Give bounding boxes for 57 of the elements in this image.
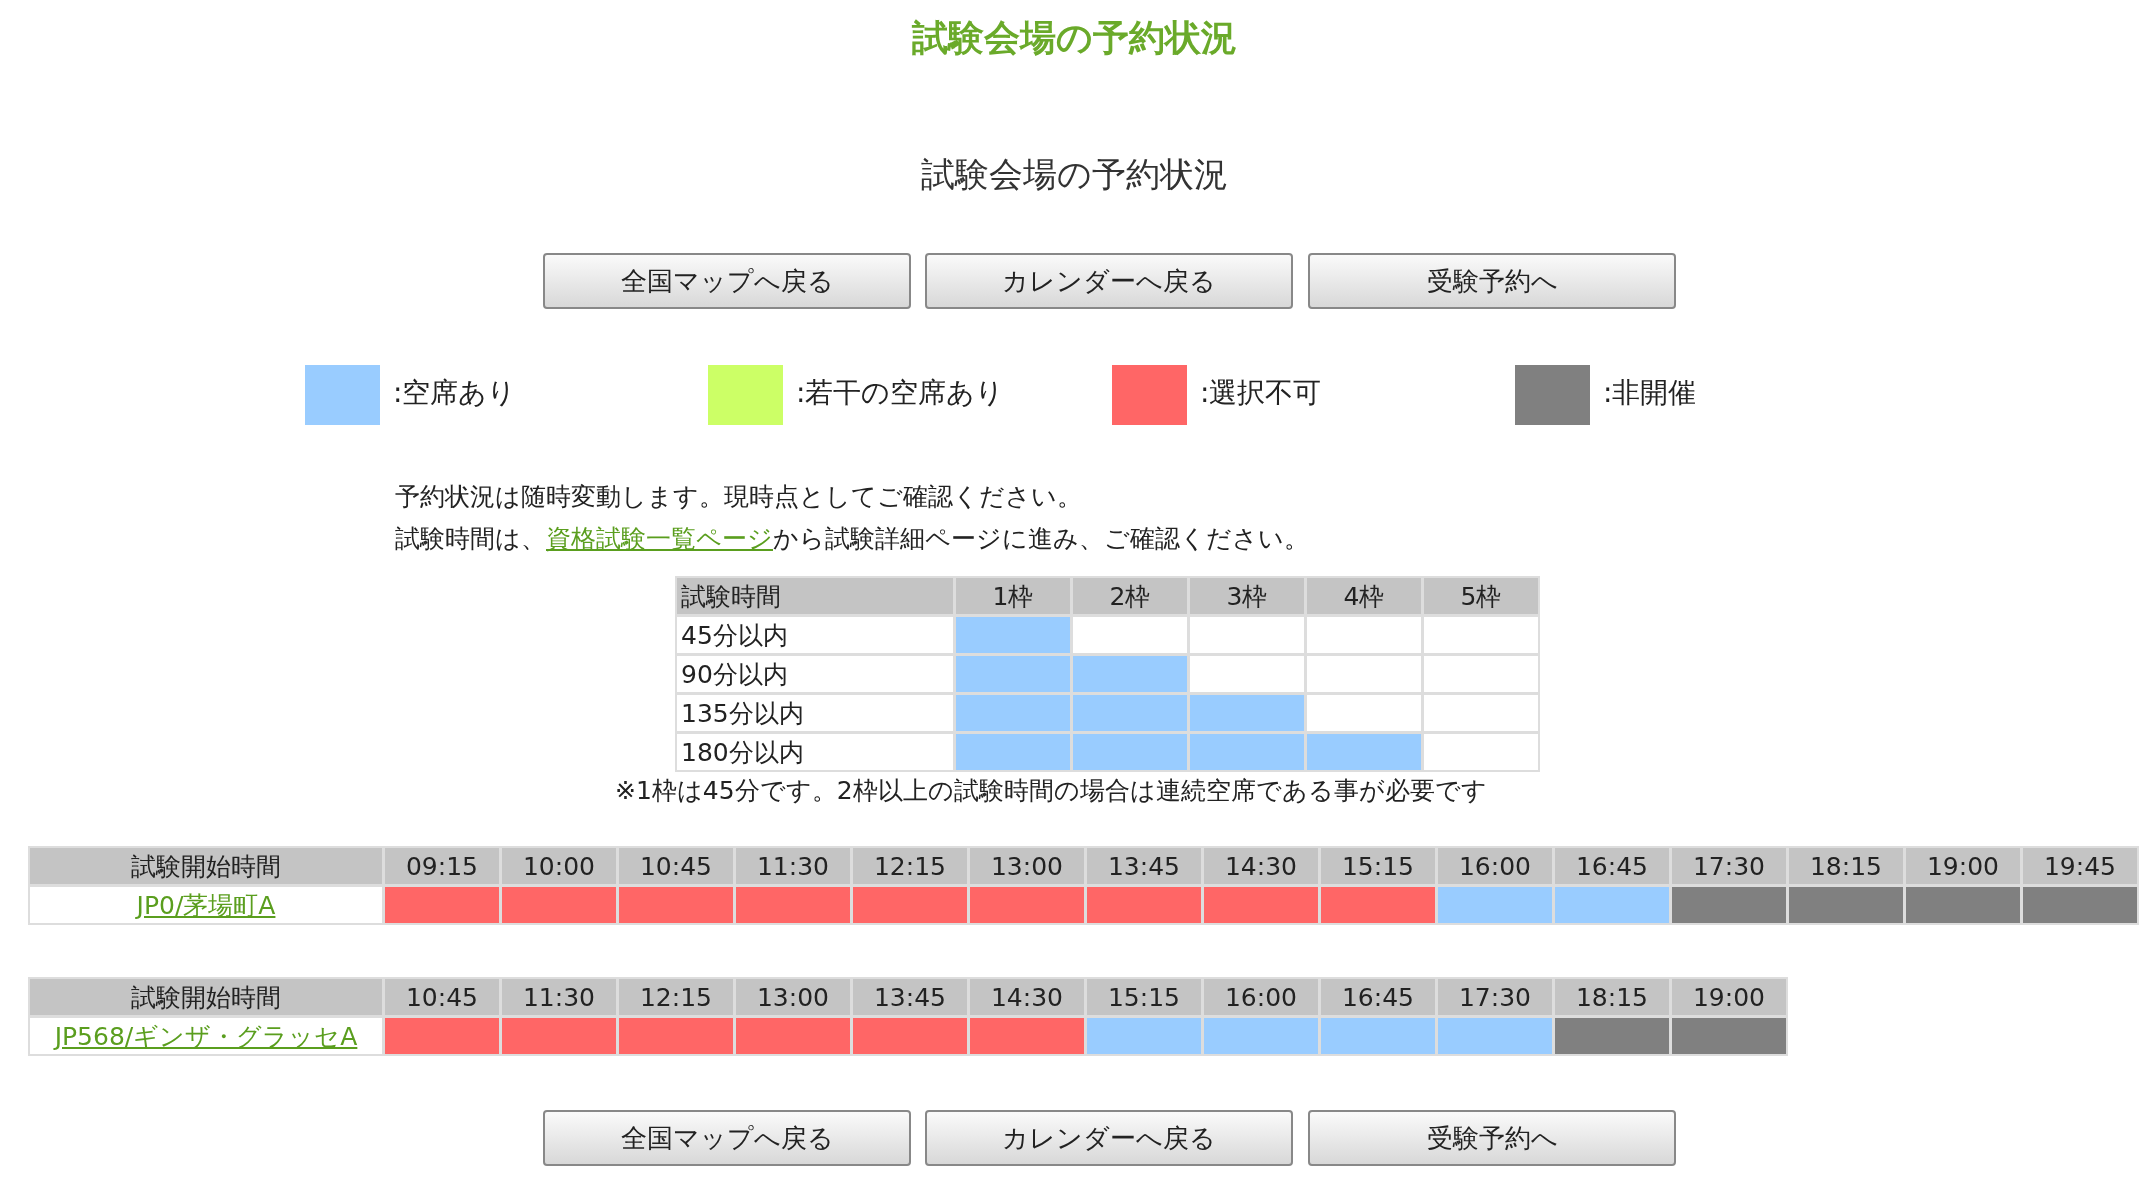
table-header: 15:15	[1087, 979, 1201, 1015]
nav-button: 受験予約へ	[1308, 253, 1676, 309]
page-title: 試験会場の予約状況	[910, 16, 1238, 60]
section-heading: 試験会場の予約状況	[919, 153, 1229, 196]
table-header: 19:00	[1906, 848, 2020, 884]
table-header: 試験時間	[677, 578, 953, 614]
table-header: 2枠	[1073, 578, 1187, 614]
nav-button: 全国マップへ戻る	[543, 1110, 911, 1166]
table-header: 10:45	[385, 979, 499, 1015]
table-header: 19:45	[2023, 848, 2137, 884]
table-header: 16:45	[1555, 848, 1669, 884]
legend-text: :空席あり	[393, 375, 517, 411]
venue-link: JP0/茅場町A	[136, 889, 276, 922]
table-header: 1枠	[956, 578, 1070, 614]
table-header: 09:15	[385, 848, 499, 884]
table-header: 4枠	[1307, 578, 1421, 614]
table-header: 13:45	[1087, 848, 1201, 884]
table-header: 18:15	[1789, 848, 1903, 884]
nav-button: カレンダーへ戻る	[925, 1110, 1293, 1166]
legend-text: :非開催	[1603, 375, 1697, 411]
table-header: 19:00	[1672, 979, 1786, 1015]
table-header: 16:45	[1321, 979, 1435, 1015]
nav-button: カレンダーへ戻る	[925, 253, 1293, 309]
text-link: 資格試験一覧ページ	[546, 524, 773, 553]
legend-text: :選択不可	[1200, 375, 1322, 411]
nav-button: 受験予約へ	[1308, 1110, 1676, 1166]
table-header: 10:00	[502, 848, 616, 884]
table-header: 18:15	[1555, 979, 1669, 1015]
table-header: 5枠	[1424, 578, 1538, 614]
table-header: 17:30	[1672, 848, 1786, 884]
table-header: 14:30	[1204, 848, 1318, 884]
table-header: 12:15	[853, 848, 967, 884]
notice-text: 試験時間は、資格試験一覧ページから試験詳細ページに進み、ご確認ください。	[395, 523, 1309, 555]
table-header: 16:00	[1204, 979, 1318, 1015]
table-header: 試験開始時間	[30, 979, 382, 1015]
table-header: 3枠	[1190, 578, 1304, 614]
notice-text: 予約状況は随時変動します。現時点としてご確認ください。	[395, 481, 1082, 513]
table-header: 11:30	[502, 979, 616, 1015]
table-row-label: 180分以内	[677, 734, 953, 770]
table-header: 14:30	[970, 979, 1084, 1015]
table-header: 試験開始時間	[30, 848, 382, 884]
table-header: 11:30	[736, 848, 850, 884]
table-header: 17:30	[1438, 979, 1552, 1015]
table-header: 16:00	[1438, 848, 1552, 884]
table-header: 13:45	[853, 979, 967, 1015]
table-header: 13:00	[970, 848, 1084, 884]
table-header: 10:45	[619, 848, 733, 884]
table-row-label: 135分以内	[677, 695, 953, 731]
table-header: 15:15	[1321, 848, 1435, 884]
footnote-text: ※1枠は45分です。2枠以上の試験時間の場合は連続空席である事が必要です	[615, 775, 1487, 807]
table-row-label: 45分以内	[677, 617, 953, 653]
legend-text: :若干の空席あり	[796, 375, 1005, 411]
table-header: 12:15	[619, 979, 733, 1015]
table-header: 13:00	[736, 979, 850, 1015]
venue-link: JP568/ギンザ・グラッセA	[54, 1020, 358, 1053]
table-row-label: 90分以内	[677, 656, 953, 692]
nav-button: 全国マップへ戻る	[543, 253, 911, 309]
